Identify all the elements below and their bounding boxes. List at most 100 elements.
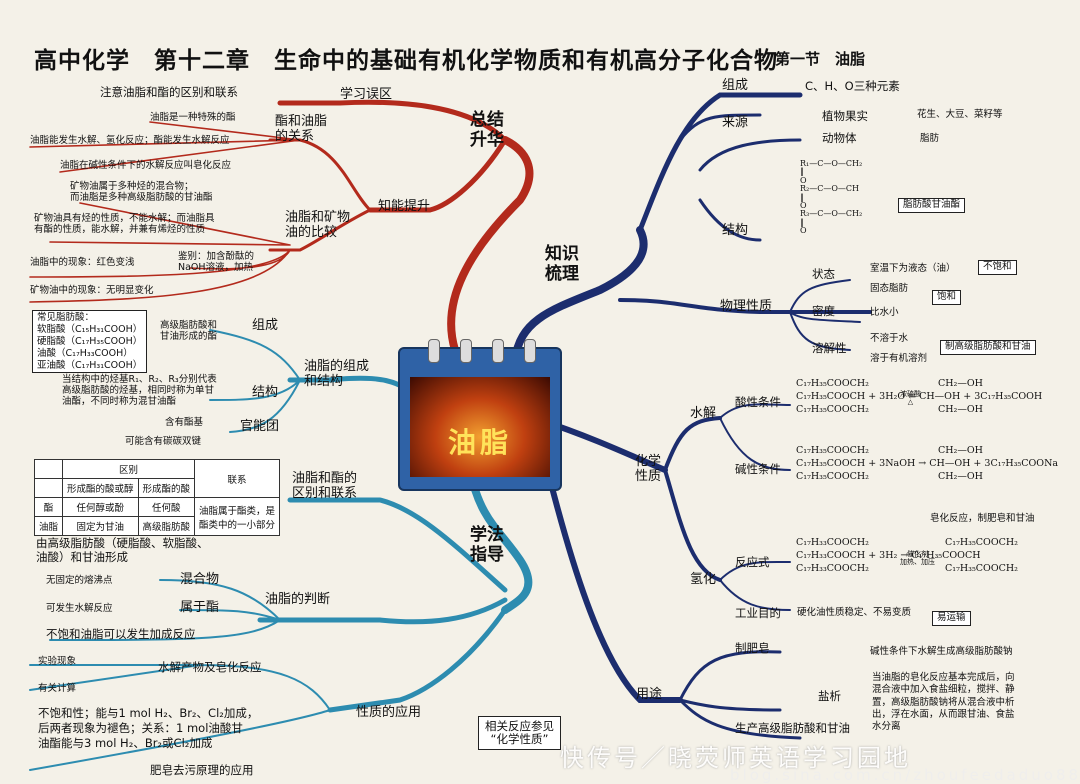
solubility-label: 溶解性 xyxy=(812,341,847,355)
related-calculation: 有关计算 xyxy=(38,683,77,694)
hydrogenation-equation: C₁₇H₃₃COOCH₂ C₁₇H₃₃COOCH + 3H₂ → C₁₇H₃₅C… xyxy=(796,537,981,574)
produce-label: 生产高级脂肪酸和甘油 xyxy=(735,721,850,735)
common-fatty-acids: 常见脂肪酸： 软脂酸（C₁₅H₃₁COOH） 硬脂酸（C₁₇H₃₅COOH） 油… xyxy=(32,310,148,374)
saturated-tag: 饱和 xyxy=(932,290,962,305)
salting-description: 当油脂的皂化反应基本完成后，向 混合液中加入食盐细粒，搅拌、静 置，高级脂肪酸钠… xyxy=(872,672,1015,733)
table-cell xyxy=(33,478,64,498)
method-label: 学法 指导 xyxy=(470,525,504,566)
table-cell: 高级脂肪酸 xyxy=(137,516,196,536)
center-node: 油脂 xyxy=(398,339,562,491)
oil-ester-note: 由高级脂肪酸（硬脂酸、软脂酸、 油酸）和甘油形成 xyxy=(36,536,209,565)
branch-method xyxy=(466,466,533,614)
table-cell: 任何酸 xyxy=(137,497,196,517)
solubility-organic: 溶于有机溶剂 xyxy=(870,353,928,364)
table-header: 区别 xyxy=(62,459,196,479)
hydrogenation-label: 氢化 xyxy=(690,572,717,587)
branch-knowledge-up xyxy=(637,92,803,233)
state-room: 室温下为液态（油） xyxy=(870,263,956,274)
see-also-box: 相关反应参见 “化学性质” xyxy=(478,716,561,751)
physical-label: 物理性质 xyxy=(720,299,773,314)
unsaturated-tag: 不饱和 xyxy=(978,260,1017,275)
comparison-table: 区别联系 形成酯的酸或醇形成酯的酸 酯任何醇或酚任何酸油脂属于酯类，是 酯类中的… xyxy=(33,459,281,536)
branch-knowledge xyxy=(511,226,648,364)
solubility-water: 不溶于水 xyxy=(870,333,909,344)
ester-label: 属于酯 xyxy=(180,600,220,615)
functional-group-node: 官能团 xyxy=(240,419,280,434)
source-animal: 动物体 xyxy=(822,131,857,145)
table-cell: 任何醇或酚 xyxy=(62,497,139,517)
density-value: 比水小 xyxy=(870,307,899,318)
hydrolysis-product: 水解产物及皂化反应 xyxy=(158,660,262,674)
soap-cleaning: 肥皂去污原理的应用 xyxy=(150,763,254,777)
oil-mineral-test: 鉴别：加含酚酞的 NaOH溶液，加热 xyxy=(178,251,255,273)
soap-description: 碱性条件下水解生成高级脂肪酸钠 xyxy=(870,646,1013,657)
structure-formula: R₁—C—O—CH₂ ‖ O R₂—C—O—CH ‖ O R₃—C—O—CH₂ … xyxy=(800,159,863,236)
ester-description: 可发生水解反应 xyxy=(46,603,113,614)
knowledge-label: 知识 梳理 xyxy=(545,244,579,285)
purpose-value: 硬化油性质稳定、不易变质 xyxy=(797,607,912,618)
base-condition: 碱性条件 xyxy=(735,462,781,476)
acid-catalyst: 浓硫酸 △ xyxy=(900,390,921,407)
mixture-description: 无固定的熔沸点 xyxy=(46,575,113,586)
table-header: 形成酯的酸 xyxy=(137,478,196,498)
source-plant: 植物果实 xyxy=(822,109,868,123)
oil-phenomenon: 油脂中的现象：红色变浅 xyxy=(30,257,135,268)
base-glycerol: CH₂—OH CH₂—OH xyxy=(938,445,983,482)
oil-mineral-item: 矿物油具有烃的性质，不能水解；而油脂具 有酯的性质，能水解，并兼有烯烃的性质 xyxy=(34,213,215,235)
ester-relation-item: 油脂是一种特殊的酯 xyxy=(150,112,236,123)
table-header: 联系 xyxy=(194,459,281,498)
functional-group-1: 含有酯基 xyxy=(165,417,204,428)
watermark: 快传号／晓荧师英语学习园地 xyxy=(560,744,911,772)
branch-oil-mineral xyxy=(268,208,372,252)
density-label: 密度 xyxy=(812,304,835,318)
comp-struct-label: 油脂的组成 和结构 xyxy=(304,359,370,389)
judge-label: 油脂的判断 xyxy=(265,592,331,607)
oil-mineral-item: 矿物油属于多种烃的混合物； 而油脂是多种高级脂肪酸的甘油酯 xyxy=(70,181,213,203)
ester-relation-item: 油脂能发生水解、氢化反应；酯能发生水解反应 xyxy=(30,135,230,146)
center-image xyxy=(410,377,550,477)
purpose-label: 工业目的 xyxy=(735,606,781,620)
transport-tag: 易运输 xyxy=(932,611,971,626)
structure-tag: 脂肪酸甘油酯 xyxy=(898,198,966,213)
source-animal-example: 脂肪 xyxy=(920,133,940,144)
table-cell xyxy=(33,459,64,479)
oil-mineral-label: 油脂和矿物 油的比较 xyxy=(285,210,351,240)
acid-equation: C₁₇H₃₅COOCH₂ C₁₇H₃₅COOCH + 3H₂O ⇌ CH—OH … xyxy=(796,378,1043,415)
state-label: 状态 xyxy=(812,267,835,281)
composition-description: 高级脂肪酸和 甘油形成的酯 xyxy=(160,320,218,342)
composition-label: 组成 xyxy=(722,78,749,93)
table-cell: 酯 xyxy=(33,497,64,517)
hydrolysis-label: 水解 xyxy=(690,406,717,421)
mistakes-label: 学习误区 xyxy=(340,87,393,102)
hydrogenation-condition: 催化剂 加热、加压 xyxy=(900,550,935,567)
watermark-url: blog.sina.com.cn/zhoufeedaduo888 xyxy=(730,766,1080,784)
uses-label: 用途 xyxy=(636,687,663,702)
acid-glycerol: CH₂—OH CH₂—OH xyxy=(938,378,983,415)
mineral-phenomenon: 矿物油中的现象：无明显变化 xyxy=(30,285,154,296)
summary-label: 总结 升华 xyxy=(470,110,504,151)
saponification-note: 皂化反应，制肥皂和甘油 xyxy=(930,513,1035,524)
branch-ability xyxy=(367,137,508,213)
hydrogenation-product: C₁₇H₃₅COOCH₂ C₁₇H₃₅COOCH₂ xyxy=(945,537,1018,574)
unsaturation-text: 不饱和性；能与1 mol H₂、Br₂、Cl₂加成， 后两者现象为褪色；关系：1… xyxy=(38,706,259,750)
table-cell: 油脂 xyxy=(33,516,64,536)
soap-label: 制肥皂 xyxy=(735,641,770,655)
binder-ring xyxy=(428,339,440,363)
section-title: 第一节 油脂 xyxy=(775,50,866,68)
structure-node: 结构 xyxy=(252,385,279,400)
page-title: 高中化学 第十二章 生命中的基础有机化学物质和有机高分子化合物 xyxy=(34,48,778,74)
binder-ring xyxy=(460,339,472,363)
source-plant-example: 花生、大豆、菜籽等 xyxy=(917,109,1003,120)
binder-ring xyxy=(492,339,504,363)
center-label: 油脂 xyxy=(447,426,512,459)
table-cell: 固定为甘油 xyxy=(62,516,139,536)
table-header: 形成酯的酸或醇 xyxy=(62,478,139,498)
acid-condition: 酸性条件 xyxy=(735,395,781,409)
structure-description: 当结构中的烃基R₁、R₂、R₃分别代表 高级脂肪酸的烃基，相同时称为单甘 油酯，… xyxy=(62,374,217,407)
ester-relation-item: 油脂在碱性条件下的水解反应叫皂化反应 xyxy=(60,160,232,171)
table-cell: 油脂属于酯类，是 酯类中的一小部分 xyxy=(194,497,281,536)
salting-label: 盐析 xyxy=(818,689,841,703)
branch-summary xyxy=(447,136,534,354)
chemical-label: 化学 性质 xyxy=(635,454,662,484)
